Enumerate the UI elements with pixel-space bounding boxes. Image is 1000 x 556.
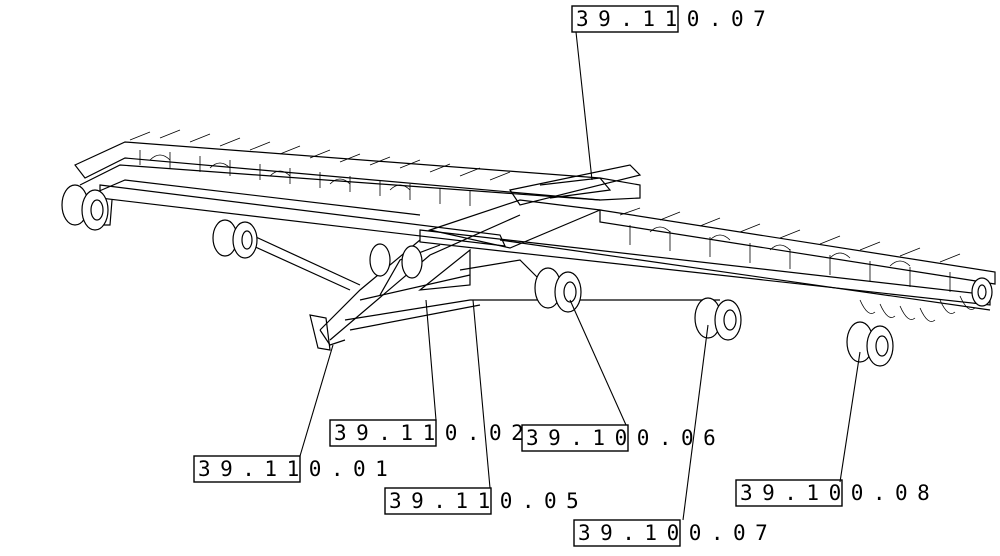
callout-c2[interactable]: 39.110.02 [329,419,533,447]
leader-lines [299,31,861,521]
leader-c7 [682,324,709,521]
callout-c4[interactable]: 39.110.01 [193,455,397,483]
wheel-assemblies [61,184,993,367]
callout-label-c7: 39.100.07 [578,521,777,545]
wheel-center-left [369,243,423,279]
callout-c1[interactable]: 39.110.07 [571,5,775,33]
leader-c4 [299,344,334,457]
callout-c3[interactable]: 39.100.06 [521,424,725,452]
callout-label-c4: 39.110.01 [198,457,397,481]
callout-label-c2: 39.110.02 [334,421,533,445]
wheel-right-outer [846,321,894,367]
wheel-rear-left [61,184,109,231]
leader-c5 [472,299,491,489]
callout-c6[interactable]: 39.100.08 [735,479,939,507]
callout-label-c3: 39.100.06 [526,426,725,450]
callout-label-c1: 39.110.07 [576,7,775,31]
callout-c5[interactable]: 39.110.05 [384,487,588,515]
leader-c6 [839,351,861,483]
callout-c7[interactable]: 39.100.07 [573,519,777,547]
tine-rows [129,129,976,322]
wheel-left-mid [212,219,258,259]
gauge-wheel-right [971,277,993,307]
wheel-center-right [534,267,582,313]
implement-frame [74,141,996,351]
leader-c2 [425,299,437,421]
leader-c3 [569,299,627,426]
callout-label-c6: 39.100.08 [740,481,939,505]
wheel-right-mid [694,297,742,341]
callout-label-c5: 39.110.05 [389,489,588,513]
leader-c1 [575,31,593,181]
